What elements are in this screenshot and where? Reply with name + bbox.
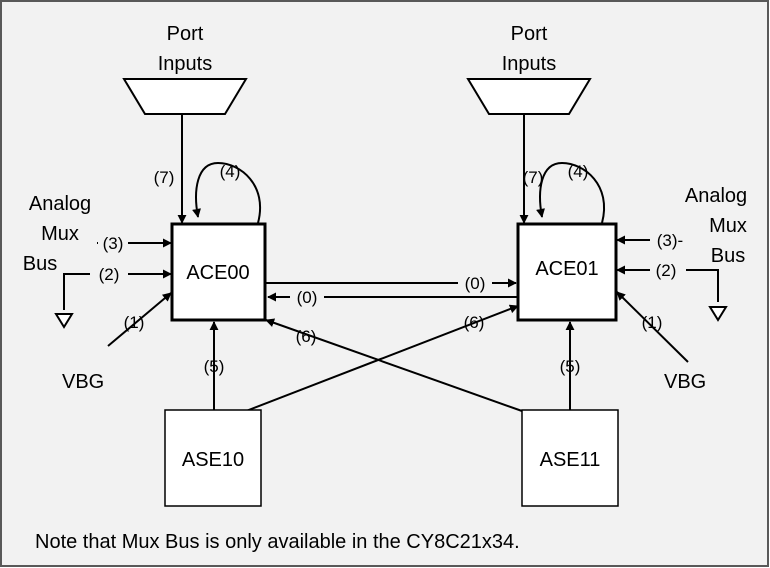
ase11-block (521, 409, 619, 507)
ace01-block-label: ACE01 (535, 258, 598, 280)
ace00-block-label: ACE00 (186, 262, 249, 284)
ace00-ground-wire (63, 273, 90, 310)
ace01-ground-wire (686, 269, 719, 302)
ground-left-icon (54, 313, 74, 329)
port-inputs-left-shape (122, 78, 248, 115)
ase11-block-label: ASE11 (540, 449, 601, 471)
ase10-block (164, 409, 262, 507)
ace01-block (516, 222, 618, 322)
label-ace00-port: (7) (154, 168, 175, 187)
ace00-feedback-loop (192, 161, 261, 224)
label-ace01-ase11: (5) (560, 357, 581, 376)
label-ace01-mux: (3)- (657, 231, 683, 250)
label-ace00-from11: (6) (296, 327, 317, 346)
label-ace00-ase10: (5) (204, 357, 225, 376)
label-ace01-from10: (6) (464, 313, 485, 332)
label-ace01-vbg: (1) (642, 313, 663, 332)
label-ace01-port: (7) (523, 168, 544, 187)
ase11-to-ace00-connection (265, 318, 523, 412)
analog-mux-bus-left-line3: Bus (23, 253, 57, 275)
ase10-block-label: ASE10 (182, 449, 244, 471)
label-ace00-from01: (0) (297, 288, 318, 307)
analog-mux-bus-right-line2: Mux (709, 215, 747, 237)
vbg-left-label: VBG (62, 371, 104, 393)
ground-right-icon (708, 306, 728, 322)
analog-mux-bus-left-line1: Analog (29, 193, 91, 215)
port-inputs-right-line2: Inputs (502, 53, 556, 75)
footer-note: Note that Mux Bus is only available in t… (35, 531, 520, 553)
label-ace01-from00: (0) (465, 274, 486, 293)
ace00-block (170, 222, 267, 322)
label-ace00-vbg: (1) (124, 313, 145, 332)
label-ace01-loop: (4) (568, 162, 589, 181)
port-inputs-right-shape (466, 78, 592, 115)
analog-mux-bus-left-line2: Mux (41, 223, 79, 245)
label-ace00-loop: (4) (220, 162, 241, 181)
analog-mux-bus-right-line1: Analog (685, 185, 747, 207)
port-inputs-right-line1: Port (511, 23, 548, 45)
ace01-feedback-loop (536, 161, 605, 224)
label-ace00-mux: (3) (103, 234, 124, 253)
label-ace01-gnd: (2) (656, 261, 677, 280)
port-inputs-left-line1: Port (167, 23, 204, 45)
port-inputs-left-line2: Inputs (158, 53, 212, 75)
ace01-vbg-connection (616, 291, 689, 363)
label-ace00-gnd: (2) (99, 265, 120, 284)
ase10-to-ace01-connection (245, 304, 519, 412)
label-mask-ace01-from00 (458, 273, 492, 293)
label-mask-ace00-from01 (290, 287, 324, 307)
ace00-vbg-connection (107, 292, 172, 347)
analog-mux-bus-right-line3: Bus (711, 245, 745, 267)
vbg-right-label: VBG (664, 371, 706, 393)
